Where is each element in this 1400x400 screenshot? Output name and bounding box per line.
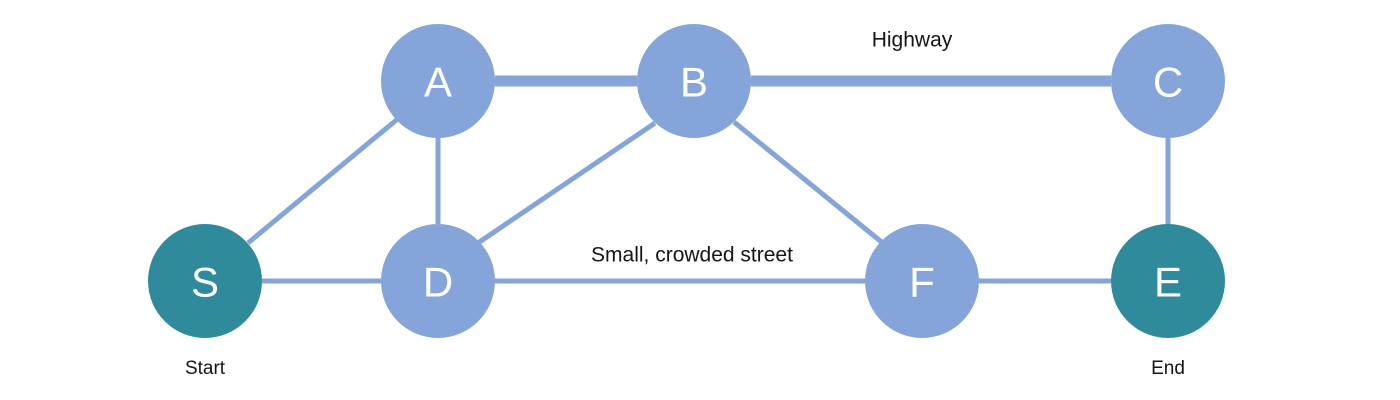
highway-label: Highway (872, 29, 953, 52)
street-label: Small, crowded street (591, 244, 793, 267)
graph-node-c[interactable]: C (1111, 24, 1225, 138)
node-circle-e (1111, 224, 1225, 338)
nodes-layer: S A B C D F E (148, 24, 1225, 338)
graph-edge-b-f (732, 120, 886, 246)
end-caption: End (1151, 358, 1185, 379)
graph-node-b[interactable]: B (637, 24, 751, 138)
node-label-f: F (909, 259, 935, 306)
node-label-a: A (424, 59, 452, 106)
node-label-s: S (191, 259, 219, 306)
node-label-c: C (1153, 59, 1183, 106)
graph-node-s[interactable]: S (148, 224, 262, 338)
start-caption: Start (185, 358, 226, 379)
graph-edge-s-a (246, 115, 402, 245)
edges-layer (246, 75, 1171, 284)
node-circle-d (381, 224, 495, 338)
node-circle-c (1111, 24, 1225, 138)
node-circle-b (637, 24, 751, 138)
captions-layer: Start End (185, 358, 1185, 379)
node-label-d: D (423, 259, 453, 306)
graph-node-f[interactable]: F (865, 224, 979, 338)
node-circle-s (148, 224, 262, 338)
graph-node-d[interactable]: D (381, 224, 495, 338)
graph-edge-b-d (476, 120, 657, 246)
graph-node-e[interactable]: E (1111, 224, 1225, 338)
node-circle-f (865, 224, 979, 338)
node-label-e: E (1154, 259, 1182, 306)
node-circle-a (381, 24, 495, 138)
graph-node-a[interactable]: A (381, 24, 495, 138)
node-label-b: B (680, 59, 708, 106)
